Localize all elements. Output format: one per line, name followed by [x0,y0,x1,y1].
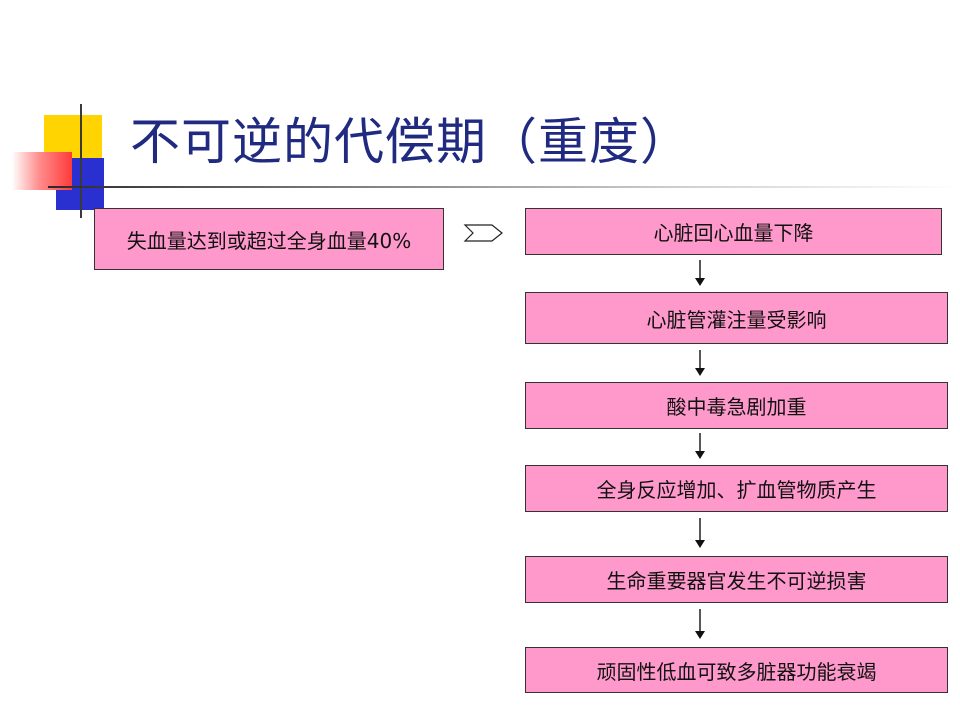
cause-box: 失血量达到或超过全身血量40% [94,208,444,270]
flow-step-5: 生命重要器官发生不可逆损害 [525,556,948,603]
down-arrow-icon [695,433,705,459]
flow-step-6: 顽固性低血可致多脏器功能衰竭 [525,647,948,693]
decor-red-gradient-bar [12,152,72,190]
flow-step-1: 心脏回心血量下降 [525,208,942,255]
flow-step-3: 酸中毒急剧加重 [525,382,948,429]
down-arrow-icon [695,518,705,548]
down-arrow-icon [695,350,705,376]
notched-right-arrow-icon [463,224,503,242]
decor-vertical-line [80,104,82,218]
slide-title: 不可逆的代偿期（重度） [130,113,691,171]
down-arrow-icon [695,260,705,286]
flow-step-2: 心脏管灌注量受影响 [525,292,948,344]
down-arrow-icon [695,609,705,639]
flow-step-4: 全身反应增加、扩血管物质产生 [525,465,948,512]
title-underline [48,186,960,188]
